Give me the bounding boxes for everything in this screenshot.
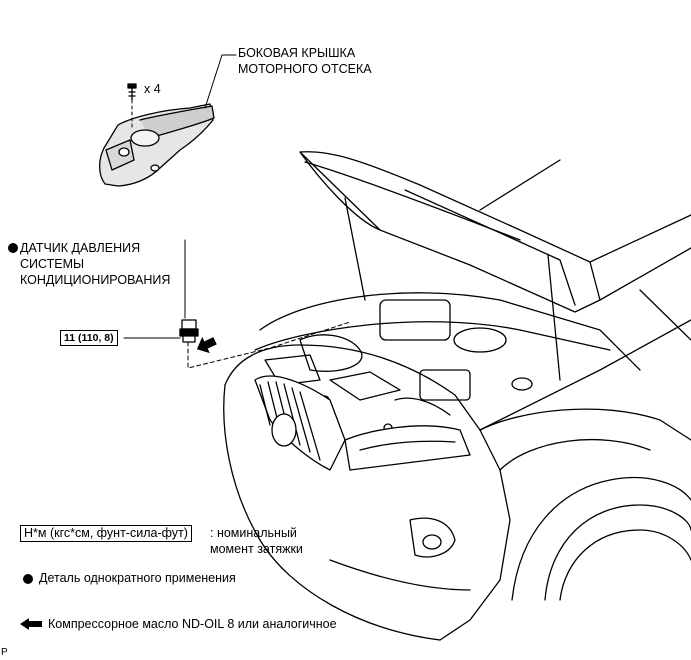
sensor-label-line1: ДАТЧИК ДАВЛЕНИЯ bbox=[20, 241, 141, 255]
car-body bbox=[223, 151, 691, 641]
engine-side-cover-part bbox=[98, 103, 215, 187]
legend-compressor-oil: Компрессорное масло ND-OIL 8 или аналоги… bbox=[48, 617, 337, 631]
legend-single-use: Деталь однократного применения bbox=[39, 571, 236, 585]
legend-torque-desc-line2: момент затяжки bbox=[210, 542, 303, 556]
cover-label-line1: БОКОВАЯ КРЫШКА bbox=[238, 46, 356, 60]
sensor-label-line3: КОНДИЦИОНИРОВАНИЯ bbox=[20, 273, 171, 287]
pressure-sensor-icon bbox=[179, 319, 199, 343]
oil-arrow-icon bbox=[196, 336, 217, 354]
torque-value-box: 11 (110, 8) bbox=[60, 330, 118, 346]
cover-label-line2: МОТОРНОГО ОТСЕКА bbox=[238, 62, 372, 76]
corner-mark: P bbox=[1, 647, 8, 658]
bolt-count-label: x 4 bbox=[144, 82, 161, 96]
single-use-dot-icon bbox=[8, 243, 18, 253]
cover-leader-line bbox=[204, 54, 237, 109]
legend-torque-unit-box: Н*м (кгс*см, фунт-сила-фут) bbox=[20, 525, 192, 542]
legend-torque-desc-line1: : номинальный bbox=[210, 526, 297, 540]
sensor-label-line2: СИСТЕМЫ bbox=[20, 257, 85, 271]
bolt-icon bbox=[127, 83, 137, 128]
legend-arrow-icon bbox=[20, 618, 42, 630]
legend-dot-icon bbox=[23, 574, 33, 584]
